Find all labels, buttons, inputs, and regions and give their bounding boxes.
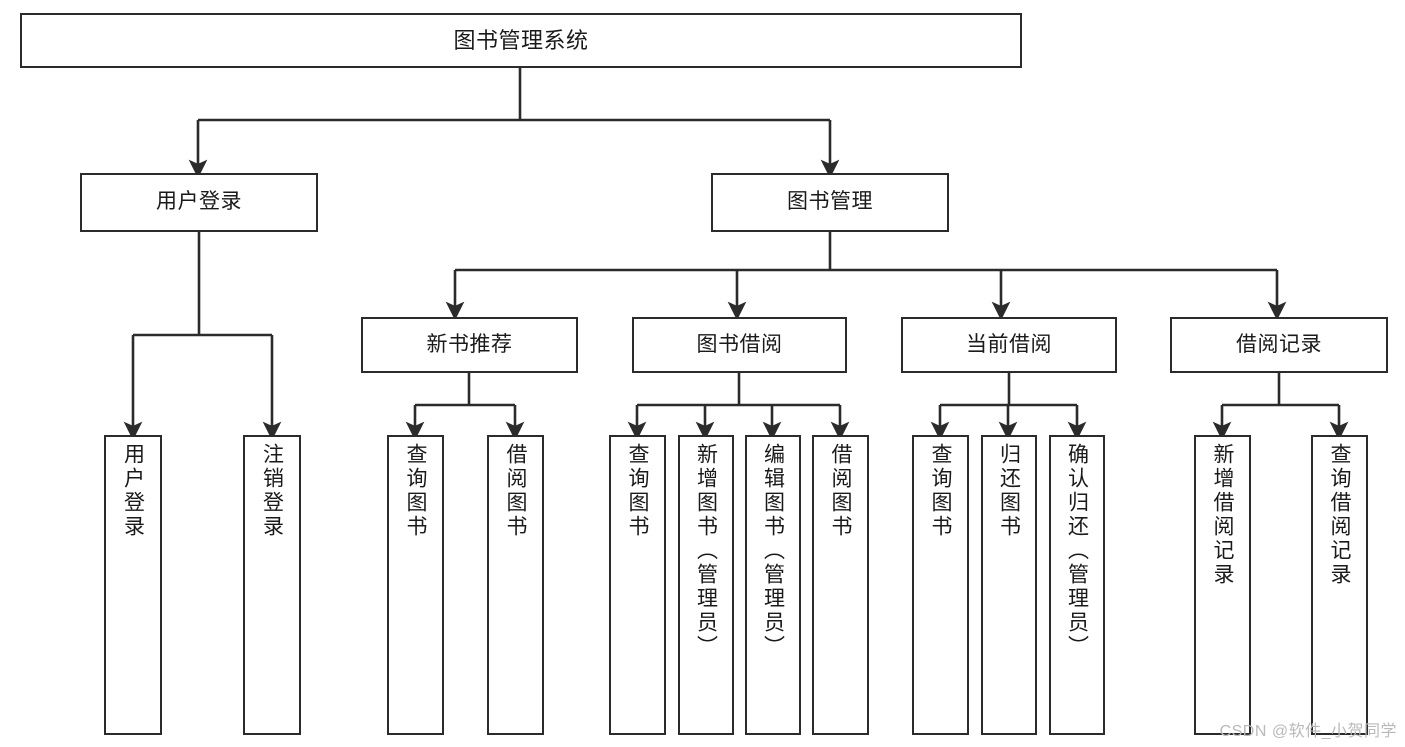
- node-label: 归还图书: [997, 443, 1021, 539]
- node-label: 图书借阅: [696, 332, 783, 356]
- node-label: 新增图书（管理员）: [694, 443, 718, 659]
- node-book-borrow[interactable]: 图书借阅: [632, 317, 847, 373]
- node-user-login[interactable]: 用户登录: [80, 173, 318, 232]
- leaf-user-login-logout[interactable]: 注销登录: [243, 435, 301, 735]
- node-label: 借阅记录: [1236, 332, 1322, 356]
- node-label: 查询借阅记录: [1328, 443, 1351, 587]
- node-label: 新增借阅记录: [1211, 443, 1234, 587]
- leaf-book-borrow-edit-book[interactable]: 编辑图书（管理员）: [745, 435, 801, 735]
- leaf-borrow-record-query-record[interactable]: 查询借阅记录: [1311, 435, 1368, 735]
- node-current-borrow[interactable]: 当前借阅: [901, 317, 1117, 373]
- leaf-borrow-record-add-record[interactable]: 新增借阅记录: [1194, 435, 1251, 735]
- node-label: 注销登录: [260, 443, 284, 539]
- leaf-new-book-borrow-book[interactable]: 借阅图书: [487, 435, 544, 735]
- leaf-current-borrow-return-book[interactable]: 归还图书: [981, 435, 1037, 735]
- node-label: 当前借阅: [966, 332, 1052, 356]
- node-label: 借阅图书: [504, 443, 527, 539]
- leaf-current-borrow-query-book[interactable]: 查询图书: [912, 435, 969, 735]
- node-label: 编辑图书（管理员）: [761, 443, 785, 659]
- leaf-book-borrow-borrow-book[interactable]: 借阅图书: [812, 435, 869, 735]
- node-borrow-record[interactable]: 借阅记录: [1170, 317, 1388, 373]
- node-label: 查询图书: [404, 443, 427, 539]
- node-label: 确认归还（管理员）: [1065, 443, 1089, 659]
- watermark: CSDN @软件_小贺同学: [1219, 723, 1397, 740]
- node-book-management[interactable]: 图书管理: [711, 173, 949, 232]
- leaf-current-borrow-confirm-return[interactable]: 确认归还（管理员）: [1049, 435, 1105, 735]
- node-label: 用户登录: [121, 443, 145, 539]
- node-label: 用户登录: [156, 190, 242, 214]
- leaf-book-borrow-add-book[interactable]: 新增图书（管理员）: [678, 435, 734, 735]
- node-label: 查询图书: [626, 443, 649, 539]
- leaf-book-borrow-query-book[interactable]: 查询图书: [609, 435, 666, 735]
- node-label: 新书推荐: [426, 332, 513, 356]
- node-label: 图书管理系统: [453, 27, 589, 53]
- leaf-user-login-login[interactable]: 用户登录: [104, 435, 162, 735]
- node-label: 图书管理: [787, 190, 873, 214]
- node-label: 借阅图书: [829, 443, 852, 539]
- node-label: 查询图书: [929, 443, 952, 539]
- leaf-new-book-query-book[interactable]: 查询图书: [387, 435, 444, 735]
- node-new-book-recommend[interactable]: 新书推荐: [361, 317, 578, 373]
- node-root-book-management-system[interactable]: 图书管理系统: [20, 13, 1022, 68]
